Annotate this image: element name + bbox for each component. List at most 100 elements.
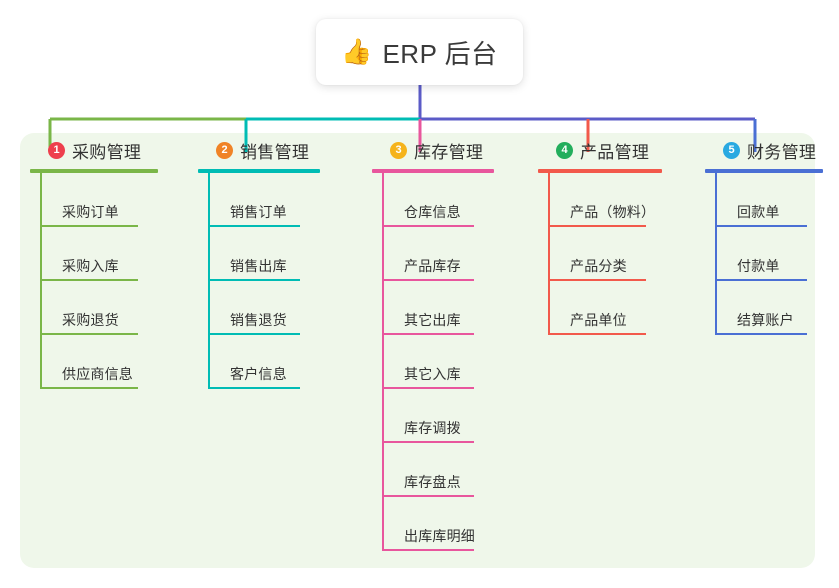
branch-item-label: 付款单 <box>737 258 780 274</box>
branch-item-underline <box>208 225 300 227</box>
root-title: ERP 后台 <box>382 38 498 69</box>
branch-item[interactable]: 产品单位 <box>548 281 688 335</box>
branch-item[interactable]: 库存调拨 <box>382 389 522 443</box>
branch-title: 财务管理 <box>747 142 817 162</box>
branch-item-underline <box>382 225 474 227</box>
branch-item[interactable]: 仓库信息 <box>382 173 522 227</box>
branch-item-label: 产品（物料） <box>570 204 656 220</box>
branch-item[interactable]: 产品（物料） <box>548 173 688 227</box>
branch-column-4: 4 产品管理产品（物料） 产品分类产品单位 <box>538 133 688 335</box>
branch-item-label: 采购订单 <box>62 204 119 220</box>
branch-spine <box>382 173 384 551</box>
branch-item-underline <box>382 495 474 497</box>
branch-spine <box>548 173 550 335</box>
branch-items: 采购订单采购入库采购退货供应商信息 <box>40 173 180 389</box>
branch-item[interactable]: 出库库明细 <box>382 497 522 551</box>
branch-item[interactable]: 采购订单 <box>40 173 180 227</box>
branch-item-label: 产品分类 <box>570 258 627 274</box>
branch-item[interactable]: 销售出库 <box>208 227 348 281</box>
branch-number-badge: 3 <box>390 141 407 159</box>
branch-item-label: 回款单 <box>737 204 780 220</box>
branch-title: 产品管理 <box>580 142 650 162</box>
branch-spine <box>715 173 717 335</box>
branch-number-badge: 2 <box>216 141 233 159</box>
branch-item-label: 供应商信息 <box>62 366 133 382</box>
branch-item-label: 结算账户 <box>737 312 794 328</box>
branch-item-underline <box>715 225 807 227</box>
branch-item[interactable]: 销售订单 <box>208 173 348 227</box>
branch-item[interactable]: 供应商信息 <box>40 335 180 389</box>
branch-header-5[interactable]: 5 财务管理 <box>705 133 839 167</box>
branch-column-3: 3 库存管理仓库信息产品库存其它出库其它入库库存调拨库存盘点出库库明细 <box>372 133 522 551</box>
branch-item-underline <box>40 279 138 281</box>
branch-underline <box>705 169 823 173</box>
branch-title: 库存管理 <box>414 142 484 162</box>
branch-spine <box>208 173 210 389</box>
branch-item-underline <box>715 279 807 281</box>
branch-item[interactable]: 其它入库 <box>382 335 522 389</box>
branch-column-5: 5 财务管理回款单付款单结算账户 <box>705 133 839 335</box>
branch-item-label: 仓库信息 <box>404 204 461 220</box>
branch-title: 采购管理 <box>72 142 142 162</box>
branch-number-badge: 4 <box>556 141 573 159</box>
branch-item-label: 销售出库 <box>230 258 287 274</box>
branch-item-underline <box>548 225 646 227</box>
branch-item-underline <box>382 549 474 551</box>
branch-item[interactable]: 付款单 <box>715 227 839 281</box>
branch-item-underline <box>208 279 300 281</box>
branch-item-underline <box>40 387 138 389</box>
branch-items: 销售订单销售出库销售退货客户信息 <box>208 173 348 389</box>
branch-item[interactable]: 产品分类 <box>548 227 688 281</box>
branch-item-label: 客户信息 <box>230 366 287 382</box>
branch-item[interactable]: 库存盘点 <box>382 443 522 497</box>
branch-column-2: 2 销售管理销售订单销售出库销售退货客户信息 <box>198 133 348 389</box>
branch-item[interactable]: 采购退货 <box>40 281 180 335</box>
branch-item[interactable]: 结算账户 <box>715 281 839 335</box>
branch-header-1[interactable]: 1 采购管理 <box>30 133 180 167</box>
branch-column-1: 1 采购管理采购订单采购入库采购退货供应商信息 <box>30 133 180 389</box>
branch-item-label: 采购退货 <box>62 312 119 328</box>
branch-underline <box>372 169 494 173</box>
branch-item-underline <box>208 333 300 335</box>
branch-header-3[interactable]: 3 库存管理 <box>372 133 522 167</box>
branch-underline <box>30 169 158 173</box>
branch-header-2[interactable]: 2 销售管理 <box>198 133 348 167</box>
branch-item[interactable]: 产品库存 <box>382 227 522 281</box>
branch-item-label: 采购入库 <box>62 258 119 274</box>
branch-number-badge: 5 <box>723 141 740 159</box>
branch-title: 销售管理 <box>240 142 310 162</box>
branch-item-underline <box>382 279 474 281</box>
branch-underline <box>538 169 662 173</box>
branch-columns: 1 采购管理采购订单采购入库采购退货供应商信息 2 销售管理销售订单销售出库销售退货客… <box>20 133 823 568</box>
branch-item-underline <box>382 387 474 389</box>
branch-item[interactable]: 其它出库 <box>382 281 522 335</box>
branch-item-label: 产品库存 <box>404 258 461 274</box>
root-node[interactable]: 👍 ERP 后台 <box>316 19 523 85</box>
branch-item-underline <box>40 225 138 227</box>
branch-item-underline <box>382 441 474 443</box>
branch-item-label: 其它入库 <box>404 366 461 382</box>
branch-underline <box>198 169 320 173</box>
branch-item-underline <box>548 333 646 335</box>
branch-item[interactable]: 销售退货 <box>208 281 348 335</box>
branch-item[interactable]: 回款单 <box>715 173 839 227</box>
branch-item-label: 库存调拨 <box>404 420 461 436</box>
branch-header-4[interactable]: 4 产品管理 <box>538 133 688 167</box>
branch-item-label: 其它出库 <box>404 312 461 328</box>
branch-item-label: 销售订单 <box>230 204 287 220</box>
branch-item-underline <box>548 279 646 281</box>
branch-item[interactable]: 客户信息 <box>208 335 348 389</box>
branch-item[interactable]: 采购入库 <box>40 227 180 281</box>
thumbs-up-icon: 👍 <box>341 37 373 66</box>
branch-item-underline <box>715 333 807 335</box>
branch-number-badge: 1 <box>48 141 65 159</box>
branch-item-label: 销售退货 <box>230 312 287 328</box>
branch-item-underline <box>382 333 474 335</box>
branch-spine <box>40 173 42 389</box>
branch-items: 仓库信息产品库存其它出库其它入库库存调拨库存盘点出库库明细 <box>382 173 522 551</box>
branch-items: 产品（物料） 产品分类产品单位 <box>548 173 688 335</box>
branch-item-label: 库存盘点 <box>404 474 461 490</box>
branch-item-label: 出库库明细 <box>404 528 475 544</box>
branch-item-label: 产品单位 <box>570 312 627 328</box>
